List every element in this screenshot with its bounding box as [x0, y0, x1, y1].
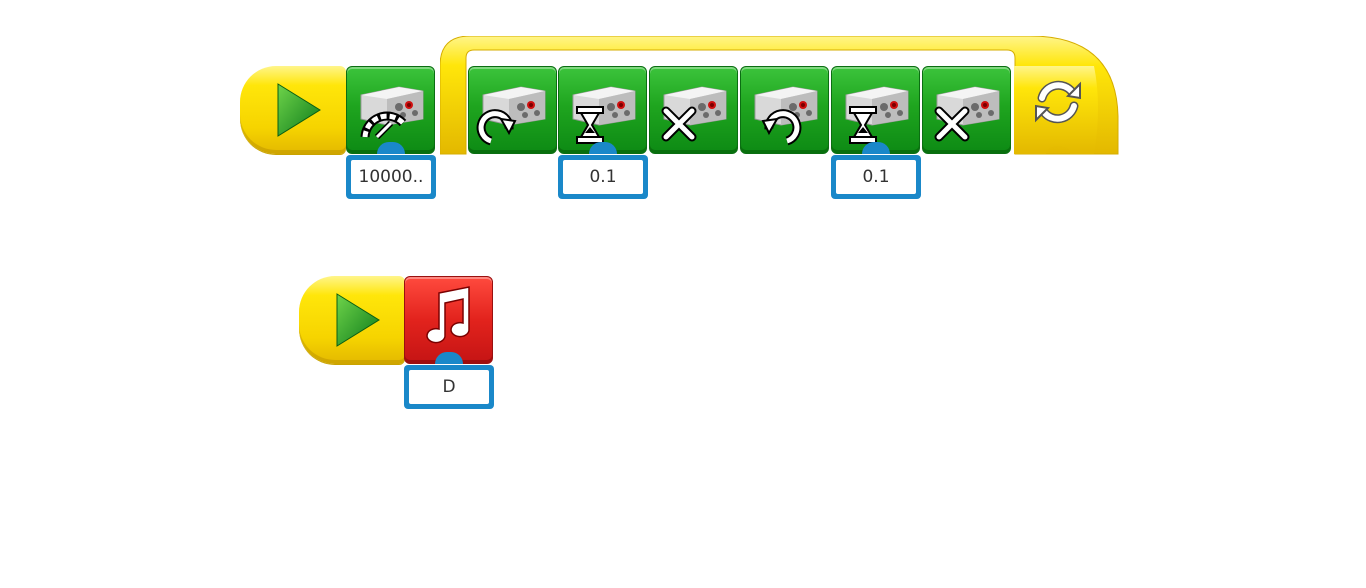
input-notch	[862, 142, 890, 154]
motor-wait-block-2[interactable]	[831, 66, 920, 154]
loop-icon	[1037, 80, 1079, 124]
motor-stop-icon	[661, 86, 727, 142]
sound-value-input[interactable]: D	[404, 365, 494, 409]
wait-value-2: 0.1	[836, 160, 916, 194]
play-icon	[277, 83, 321, 137]
power-value-input[interactable]: 10000..	[346, 155, 436, 199]
input-notch	[589, 142, 617, 154]
hourglass-icon	[845, 86, 909, 144]
motor-wait-block-1[interactable]	[558, 66, 647, 154]
motor-clockwise-icon	[476, 86, 546, 146]
motor-stop-icon	[934, 86, 1000, 142]
hourglass-icon	[572, 86, 636, 144]
motor-clockwise-block[interactable]	[468, 66, 557, 154]
play-icon	[336, 293, 380, 347]
wait-value-1: 0.1	[563, 160, 643, 194]
play-sound-block[interactable]	[404, 276, 493, 364]
sound-value: D	[409, 370, 489, 404]
input-notch	[435, 352, 463, 364]
start-block[interactable]	[240, 66, 346, 154]
motor-counterclockwise-icon	[754, 86, 818, 146]
motor-power-block[interactable]	[346, 66, 435, 154]
motor-counterclockwise-block[interactable]	[740, 66, 829, 154]
wait-value-input-1[interactable]: 0.1	[558, 155, 648, 199]
input-notch	[377, 142, 405, 154]
start-block[interactable]	[299, 276, 405, 364]
loop-end-block[interactable]	[1014, 66, 1102, 154]
power-value: 10000..	[351, 160, 431, 194]
music-note-icon	[426, 286, 470, 344]
motor-power-icon	[360, 86, 424, 140]
motor-stop-block-2[interactable]	[922, 66, 1011, 154]
motor-stop-block-1[interactable]	[649, 66, 738, 154]
wait-value-input-2[interactable]: 0.1	[831, 155, 921, 199]
